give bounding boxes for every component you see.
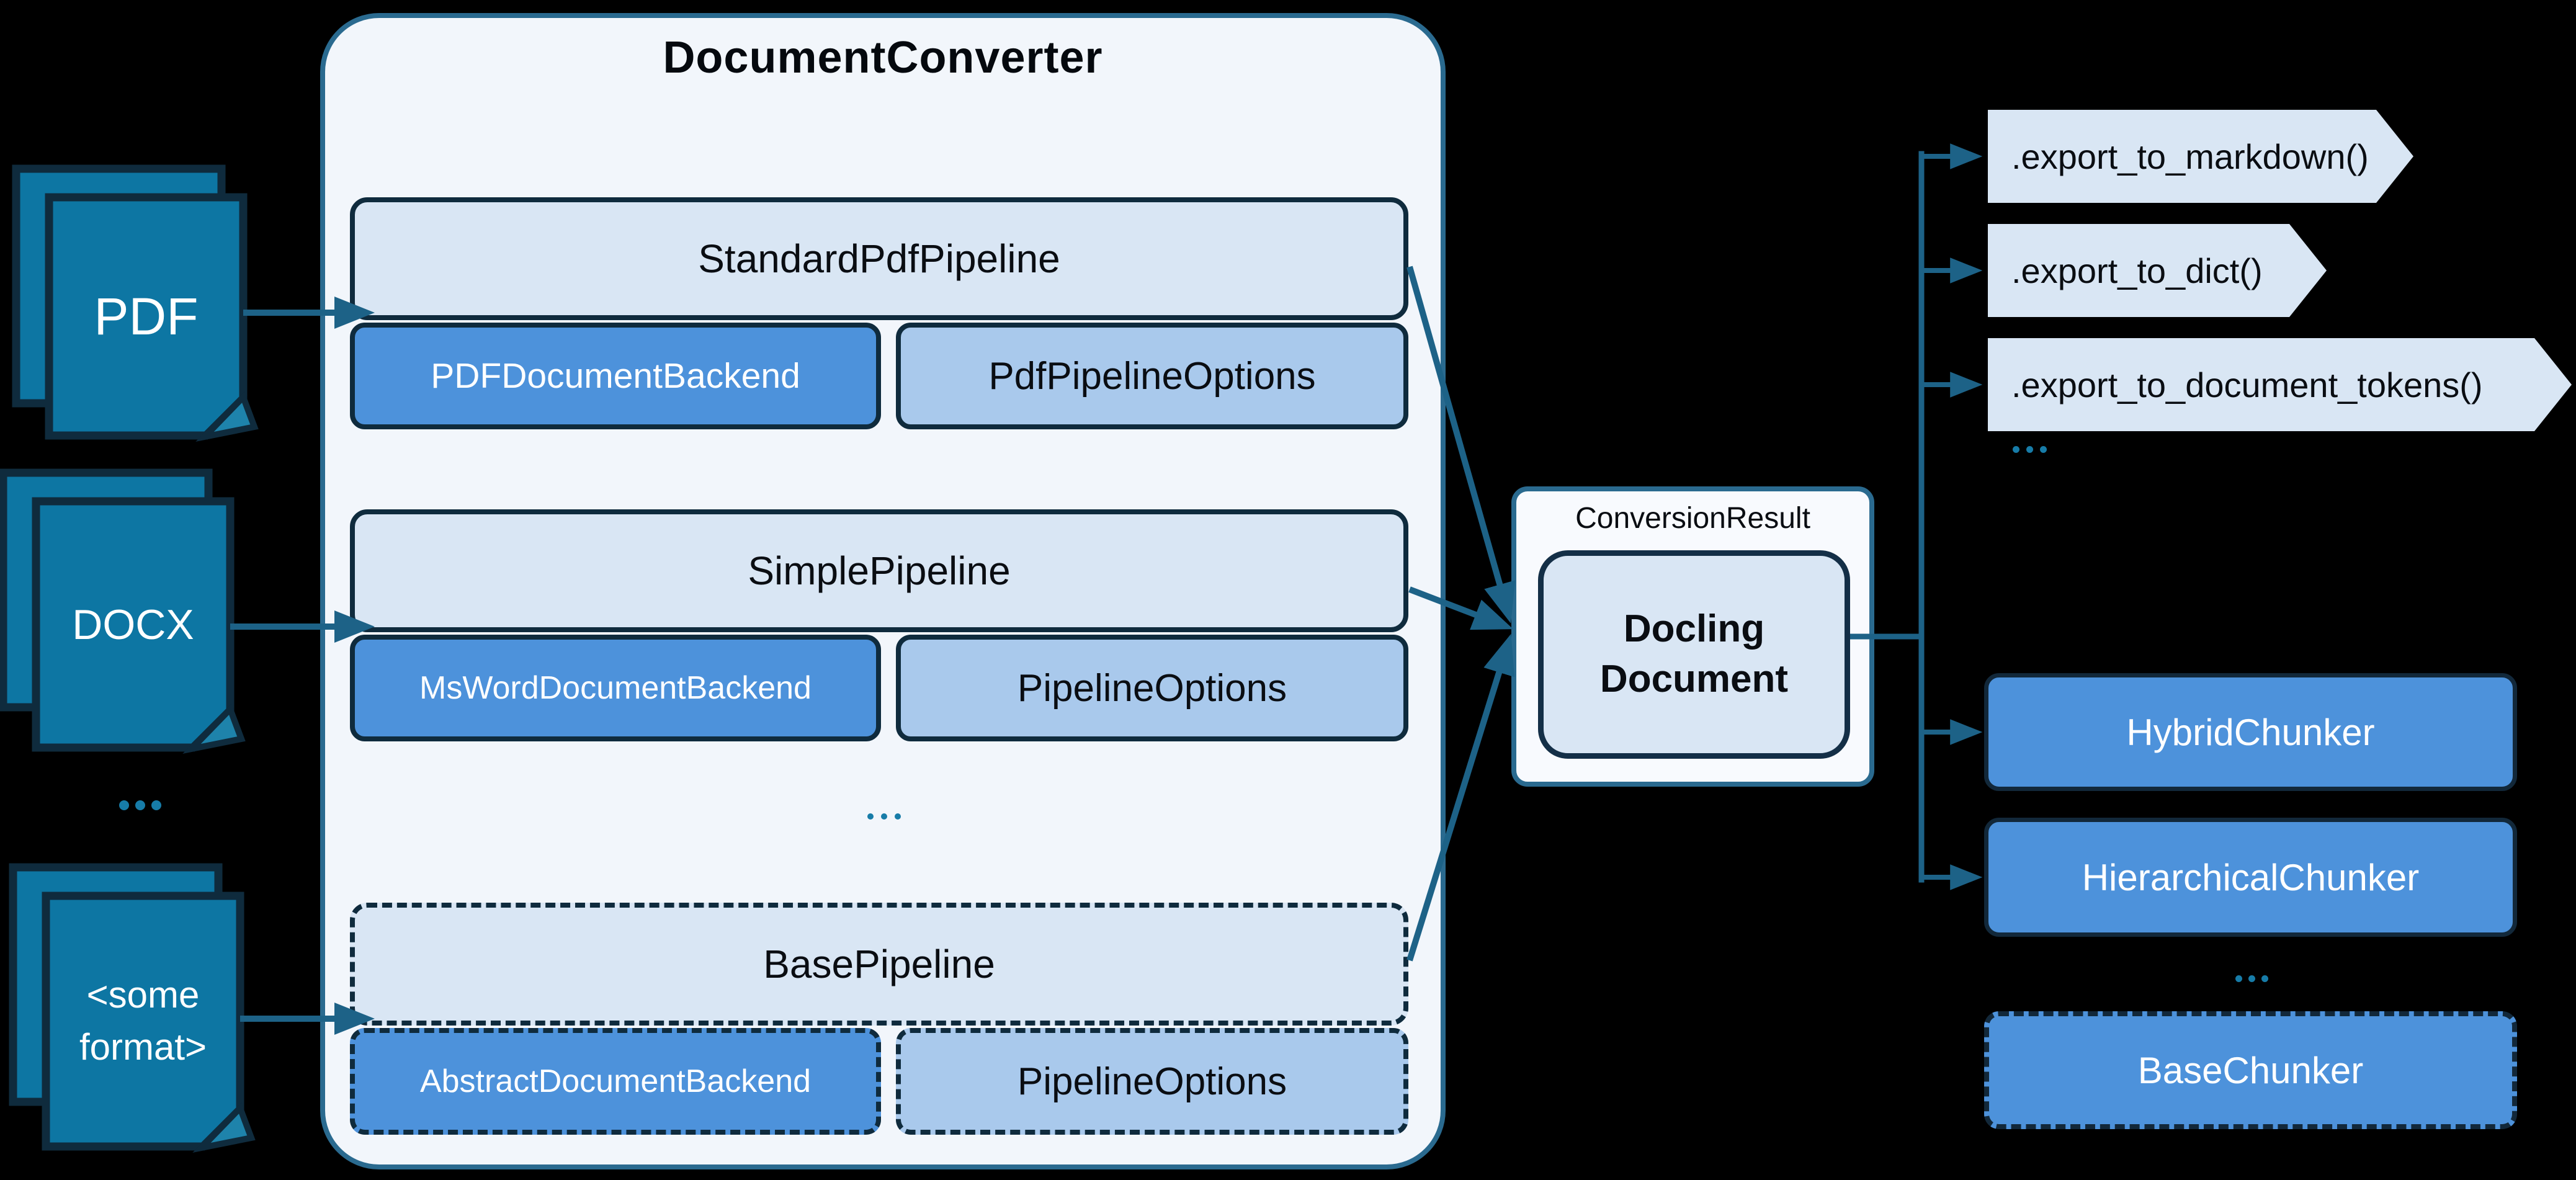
abstract-document-backend-box: AbstractDocumentBackend <box>350 1028 881 1135</box>
some-format-icon-label: <some format> <box>79 974 207 1068</box>
inputs-ellipsis <box>119 800 161 810</box>
document-converter-title: DocumentConverter <box>663 33 1103 83</box>
base-pipeline-label: BasePipeline <box>763 942 995 986</box>
export-to-document-tokens-label: .export_to_document_tokens() <box>2011 365 2483 405</box>
hierarchical-chunker-box: HierarchicalChunker <box>1984 818 2517 937</box>
pdf-pipeline-options-box: PdfPipelineOptions <box>896 323 1408 429</box>
msword-document-backend-label: MsWordDocumentBackend <box>419 670 812 706</box>
simple-pipeline-options-box: PipelineOptions <box>896 635 1408 741</box>
conversion-result-label: ConversionResult <box>1575 501 1810 535</box>
pdf-document-backend-label: PDFDocumentBackend <box>431 356 800 396</box>
base-chunker-label: BaseChunker <box>2137 1049 2364 1091</box>
pdf-pipeline-options-label: PdfPipelineOptions <box>988 354 1316 398</box>
simple-pipeline-box: SimplePipeline <box>350 509 1408 632</box>
hierarchical-chunker-label: HierarchicalChunker <box>2082 856 2420 898</box>
exports-ellipsis <box>2013 446 2047 453</box>
docling-document-label: Docling Document <box>1599 607 1789 700</box>
export-to-dict-pennant: .export_to_dict() <box>1988 224 2327 317</box>
export-to-markdown-label: .export_to_markdown() <box>2011 136 2369 176</box>
base-pipeline-options-label: PipelineOptions <box>1017 1060 1287 1103</box>
base-chunker-box: BaseChunker <box>1984 1011 2517 1129</box>
export-to-document-tokens-pennant: .export_to_document_tokens() <box>1988 338 2572 431</box>
hybrid-chunker-box: HybridChunker <box>1984 673 2517 791</box>
base-pipeline-options-box: PipelineOptions <box>896 1028 1408 1135</box>
msword-document-backend-box: MsWordDocumentBackend <box>350 635 881 741</box>
docx-icon-label: DOCX <box>72 601 194 648</box>
docling-document-box: Docling Document <box>1538 550 1850 759</box>
export-to-dict-label: .export_to_dict() <box>2011 251 2263 290</box>
base-pipeline-box: BasePipeline <box>350 903 1408 1026</box>
hybrid-chunker-label: HybridChunker <box>2126 711 2375 753</box>
converter-ellipsis <box>867 813 901 820</box>
export-to-markdown-pennant: .export_to_markdown() <box>1988 110 2413 203</box>
standard-pdf-pipeline-box: StandardPdfPipeline <box>350 197 1408 320</box>
simple-pipeline-options-label: PipelineOptions <box>1017 666 1287 710</box>
standard-pdf-pipeline-label: StandardPdfPipeline <box>698 236 1060 281</box>
pdf-icon-label: PDF <box>94 287 199 346</box>
chunkers-ellipsis <box>2235 975 2268 982</box>
abstract-document-backend-label: AbstractDocumentBackend <box>419 1063 812 1099</box>
pdf-document-backend-box: PDFDocumentBackend <box>350 323 881 429</box>
simple-pipeline-label: SimplePipeline <box>748 548 1011 593</box>
